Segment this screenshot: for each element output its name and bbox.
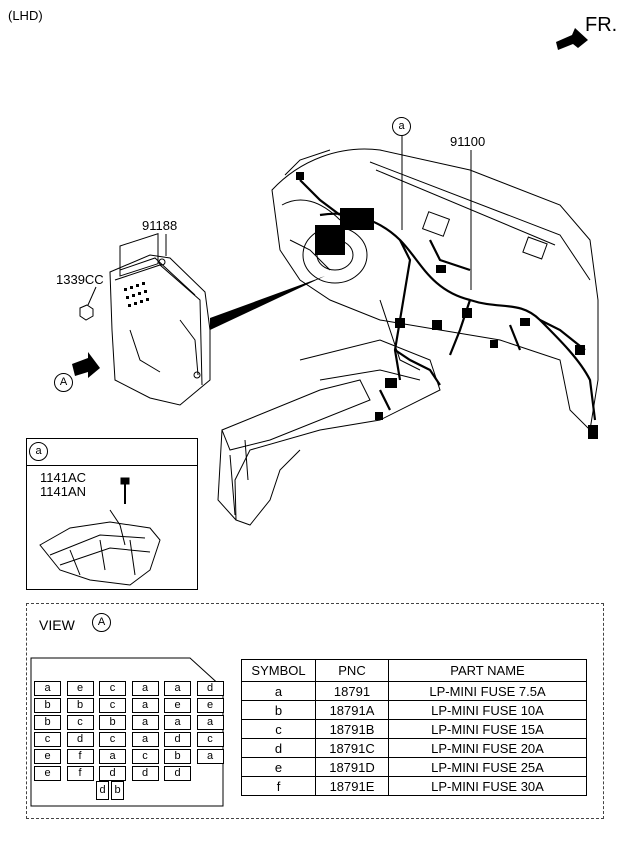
fuse-slot: a bbox=[196, 749, 224, 764]
front-arrow-icon bbox=[556, 28, 588, 50]
view-arrow-icon bbox=[72, 352, 100, 378]
fuse-slot: d bbox=[164, 732, 191, 747]
fuse-slot: c bbox=[99, 732, 126, 747]
leader-lines bbox=[87, 135, 472, 306]
view-box: VIEW A bbox=[26, 603, 604, 819]
detail-marker-callout: a bbox=[392, 117, 411, 136]
fuse-slot: d bbox=[196, 681, 224, 696]
header-part-name: PART NAME bbox=[388, 659, 587, 682]
fuse-slot: a bbox=[131, 715, 159, 730]
cell-pnc: 18791A bbox=[315, 700, 389, 720]
fuse-slot: a bbox=[196, 715, 224, 730]
cell-symbol: b bbox=[241, 700, 316, 720]
cell-part-name: LP-MINI FUSE 25A bbox=[388, 757, 587, 777]
fuse-slot: c bbox=[34, 732, 61, 747]
fuse-slot: b bbox=[99, 715, 126, 730]
cell-pnc: 18791C bbox=[315, 738, 389, 758]
cell-symbol: a bbox=[241, 681, 316, 701]
variant-label: (LHD) bbox=[8, 8, 43, 23]
fuse-slot: c bbox=[99, 698, 126, 713]
fuse-slot: d bbox=[99, 766, 126, 781]
harness-connectors bbox=[296, 172, 598, 439]
fuse-slot: b bbox=[34, 698, 61, 713]
fuse-holes bbox=[124, 282, 149, 307]
fuse-slot: a bbox=[164, 715, 191, 730]
clip-label-1: 1141AC bbox=[40, 470, 87, 485]
cell-pnc: 18791 bbox=[315, 681, 389, 701]
cell-pnc: 18791B bbox=[315, 719, 389, 739]
fuse-slot: d bbox=[164, 766, 191, 781]
view-marker-callout: A bbox=[54, 373, 73, 392]
fuse-slot: b bbox=[66, 698, 94, 713]
fuse-slot: c bbox=[99, 681, 126, 696]
fuse-slot: c bbox=[131, 749, 159, 764]
connection-pointer-icon bbox=[210, 276, 325, 330]
header-pnc: PNC bbox=[315, 659, 389, 682]
clip-label-2: 1141AN bbox=[40, 484, 87, 499]
part-label-main-harness: 91100 bbox=[450, 134, 486, 149]
cell-part-name: LP-MINI FUSE 30A bbox=[388, 776, 587, 796]
front-label: FR. bbox=[585, 14, 618, 36]
detail-box: a 1141AC 1141AN bbox=[26, 438, 198, 590]
cell-symbol: d bbox=[241, 738, 316, 758]
cell-symbol: f bbox=[241, 776, 316, 796]
fuse-slot: c bbox=[66, 715, 94, 730]
harness-wires bbox=[299, 179, 597, 421]
fuse-slot: f bbox=[66, 766, 94, 781]
part-label-junction-box: 91188 bbox=[142, 218, 178, 233]
nut-icon bbox=[79, 304, 94, 321]
fuse-slot: e bbox=[196, 698, 224, 713]
cell-pnc: 18791D bbox=[315, 757, 389, 777]
view-title: VIEW bbox=[39, 617, 75, 633]
part-label-nut: 1339CC bbox=[56, 272, 104, 287]
detail-drawing bbox=[39, 477, 161, 586]
fuse-slot: f bbox=[66, 749, 94, 764]
fuse-slot: b bbox=[164, 749, 191, 764]
fuse-slot-small: b bbox=[111, 781, 124, 800]
cell-part-name: LP-MINI FUSE 10A bbox=[388, 700, 587, 720]
fuse-slot: a bbox=[131, 681, 159, 696]
cell-part-name: LP-MINI FUSE 7.5A bbox=[388, 681, 587, 701]
fuse-slot: a bbox=[164, 681, 191, 696]
fuse-slot: a bbox=[131, 732, 159, 747]
header-symbol: SYMBOL bbox=[241, 659, 316, 682]
table-header-row: SYMBOL PNC PART NAME bbox=[241, 659, 587, 682]
fuse-slot: a bbox=[34, 681, 61, 696]
dashboard-outline bbox=[217, 148, 599, 526]
fuse-slot: a bbox=[99, 749, 126, 764]
fuse-slot: e bbox=[34, 766, 61, 781]
detail-box-header: a bbox=[27, 439, 197, 466]
fuse-slot: d bbox=[66, 732, 94, 747]
fuse-panel-outline bbox=[30, 657, 224, 807]
fuse-slot-small: d bbox=[96, 781, 109, 800]
view-title-marker: A bbox=[92, 613, 111, 632]
cell-pnc: 18791E bbox=[315, 776, 389, 796]
fuse-slot: e bbox=[66, 681, 94, 696]
cell-symbol: e bbox=[241, 757, 316, 777]
fuse-slot: e bbox=[34, 749, 61, 764]
detail-box-marker: a bbox=[29, 442, 48, 461]
fuse-slot: e bbox=[164, 698, 191, 713]
view-title-text: VIEW bbox=[39, 617, 75, 633]
cell-part-name: LP-MINI FUSE 15A bbox=[388, 719, 587, 739]
fuse-slot: d bbox=[131, 766, 159, 781]
fuse-slot: b bbox=[34, 715, 61, 730]
junction-box-drawing bbox=[109, 233, 211, 406]
fuse-slot: a bbox=[131, 698, 159, 713]
fuse-slot: c bbox=[196, 732, 224, 747]
cell-symbol: c bbox=[241, 719, 316, 739]
cell-part-name: LP-MINI FUSE 20A bbox=[388, 738, 587, 758]
